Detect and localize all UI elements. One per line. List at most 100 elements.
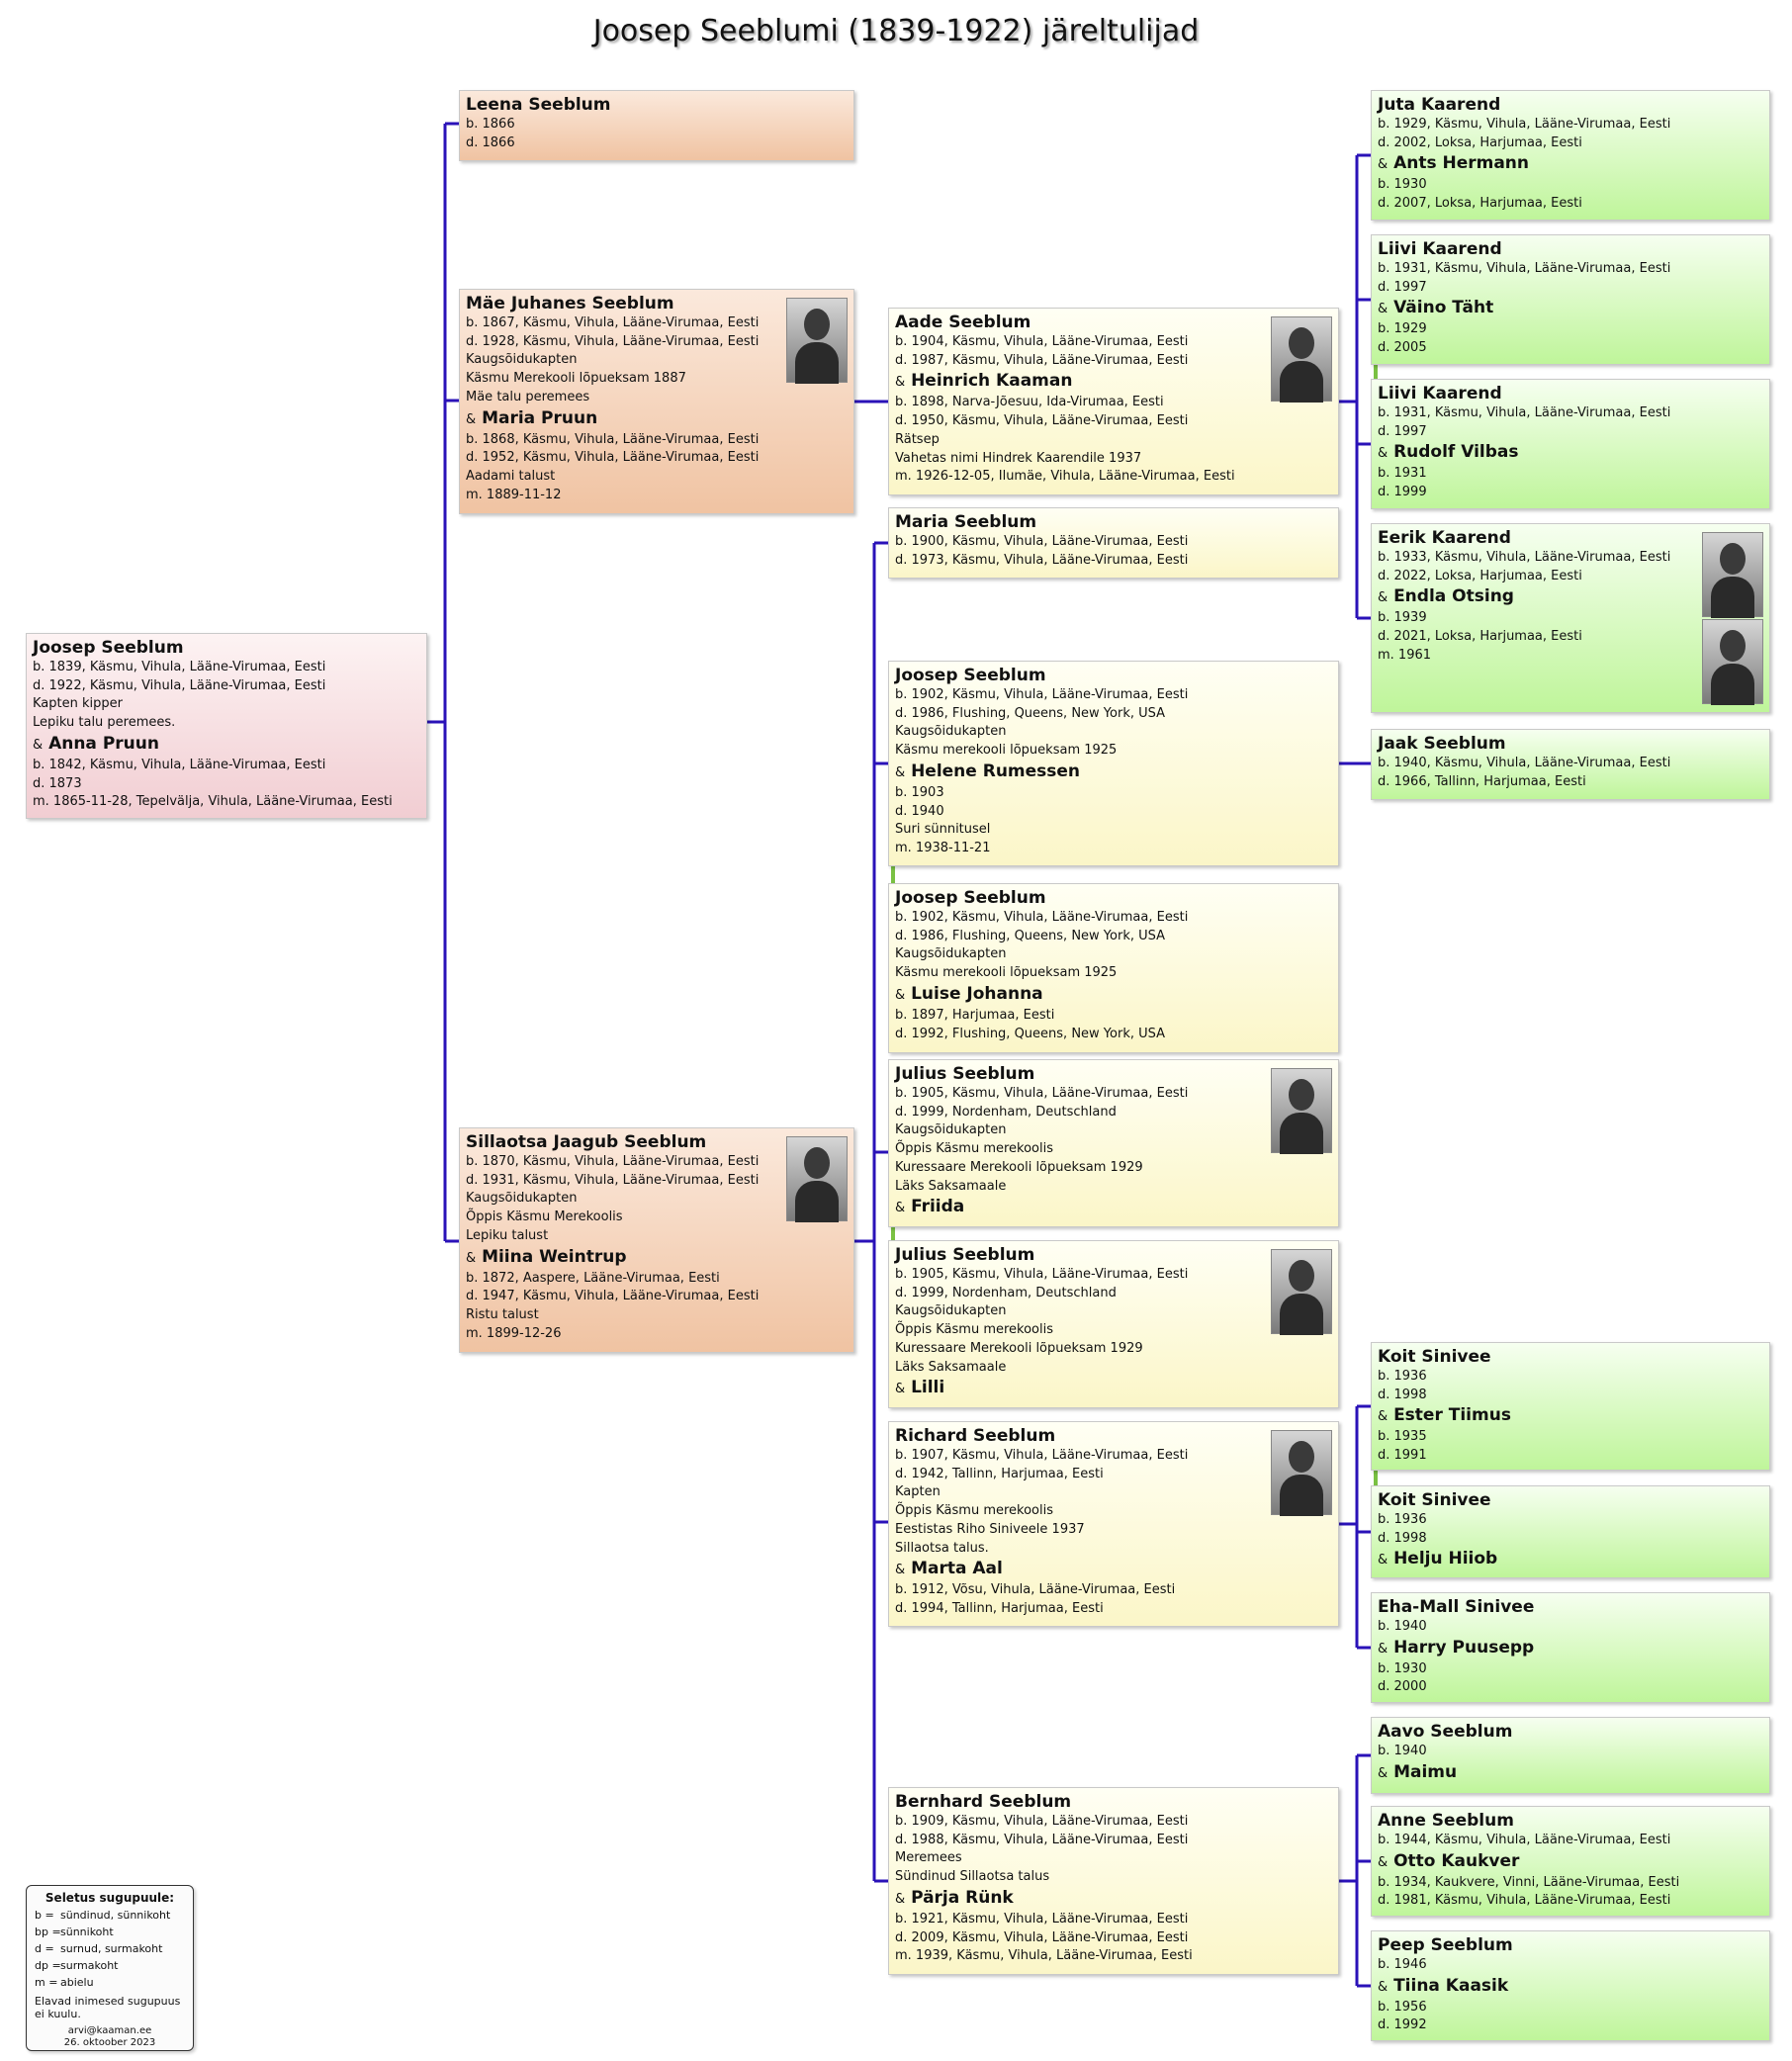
person-photo[interactable] [1271,1430,1332,1516]
spouse-detail: d. 1940 [895,803,944,819]
spouse-detail: d. 2005 [1378,340,1427,356]
spouse-prefix: & [895,1382,906,1397]
spouse-detail: b. 1930 [1378,177,1427,193]
spouse-detail: d. 1873 [33,775,82,791]
spouse-detail: m. 1939, Käsmu, Vihula, Lääne-Virumaa, E… [895,1948,1193,1964]
person-photo[interactable] [1271,316,1332,403]
legend-row: bp =sünnikoht [35,1924,185,1940]
spouse-name: Tiina Kaasik [1393,1975,1509,1996]
person-detail: Õppis Käsmu merekoolis [895,1141,1054,1157]
spouse-name-row: & Ester Tiimus [1378,1404,1763,1428]
spouse-prefix: & [1378,446,1389,462]
person-photo[interactable] [1271,1249,1332,1335]
spouse-name: Harry Puusepp [1393,1637,1535,1658]
spouse-name-row: & Väino Täht [1378,297,1763,320]
spouse-detail: d. 1992, Flushing, Queens, New York, USA [895,1026,1166,1041]
spouse-name-row: & Friida [895,1196,1332,1219]
spouse-name-row: & Maria Pruun [466,407,848,431]
person-detail: Lepiku talu peremees. [33,715,176,731]
person-detail: b. 1944, Käsmu, Vihula, Lääne-Virumaa, E… [1378,1833,1671,1847]
person-detail: Läks Saksamaale [895,1178,1007,1194]
person-detail: b. 1946 [1378,1957,1427,1972]
spouse-detail: b. 1903 [895,784,944,800]
person-detail: b. 1902, Käsmu, Vihula, Lääne-Virumaa, E… [895,910,1189,925]
spouse-detail: Aadami talust [466,468,556,484]
person-detail: d. 1998 [1378,1530,1427,1546]
spouse-detail: Ristu talust [466,1306,539,1322]
spouse-name: Heinrich Kaaman [911,371,1073,392]
spouse-name-row: & Marta Aal [895,1558,1332,1581]
legend-row: b =sündinud, sünnikoht [35,1907,185,1924]
person-photo[interactable] [1271,1068,1332,1154]
spouse-name-row: & Tiina Kaasik [1378,1975,1763,1999]
person-photo[interactable] [786,1136,848,1222]
spouse-name: Rudolf Vilbas [1393,442,1519,463]
person-name: Aade Seeblum [895,313,1031,332]
person-detail: Kaugsõidukapten [895,1122,1007,1138]
person-name: Julius Seeblum [895,1245,1035,1265]
spouse-detail: d. 1952, Käsmu, Vihula, Lääne-Virumaa, E… [466,450,760,466]
person-name: Eerik Kaarend [1378,528,1511,548]
person-detail: Kaugsõidukapten [895,724,1007,740]
person-detail: Kaugsõidukapten [466,352,578,368]
spouse-prefix: & [1378,1979,1389,1995]
person-photo[interactable] [1702,532,1763,618]
spouse-prefix: & [1378,590,1389,606]
person-name: Liivi Kaarend [1378,384,1502,403]
person-detail: d. 1866 [466,134,515,150]
spouse-detail: Rätsep [895,431,940,447]
person-detail: d. 1942, Tallinn, Harjumaa, Eesti [895,1466,1104,1481]
legend-email: arvi@kaaman.ee [67,2025,152,2036]
person-detail: Käsmu merekooli lõpueksam 1925 [895,743,1118,759]
person-name: Jaak Seeblum [1378,734,1506,754]
spouse-detail: d. 1991 [1378,1448,1427,1464]
person-name: Leena Seeblum [466,95,611,115]
spouse-detail: m. 1961 [1378,647,1432,663]
spouse-name-row: & Helene Rumessen [895,761,1332,784]
legend-key: bp = [35,1926,61,1938]
person-detail: d. 1998 [1378,1387,1427,1402]
spouse-detail: d. 1999 [1378,485,1427,500]
person-photo[interactable] [1702,619,1763,705]
person-detail: Õppis Käsmu Merekoolis [466,1210,623,1225]
person-name: Mäe Juhanes Seeblum [466,294,674,314]
spouse-detail: Suri sünnitusel [895,822,991,838]
person-detail: Kapten [895,1484,941,1500]
person-detail: b. 1940 [1378,1744,1427,1758]
person-name: Eha-Mall Sinivee [1378,1597,1535,1617]
spouse-prefix: & [895,375,906,391]
legend-text: sünnikoht [60,1926,114,1938]
spouse-name: Otto Kaukver [1393,1850,1520,1871]
person-photo[interactable] [786,298,848,384]
spouse-prefix: & [895,764,906,780]
spouse-detail: d. 2000 [1378,1679,1427,1695]
spouse-name: Maimu [1393,1761,1458,1782]
spouse-prefix: & [895,987,906,1003]
spouse-detail: b. 1897, Harjumaa, Eesti [895,1007,1055,1023]
spouse-prefix: & [895,1563,906,1578]
